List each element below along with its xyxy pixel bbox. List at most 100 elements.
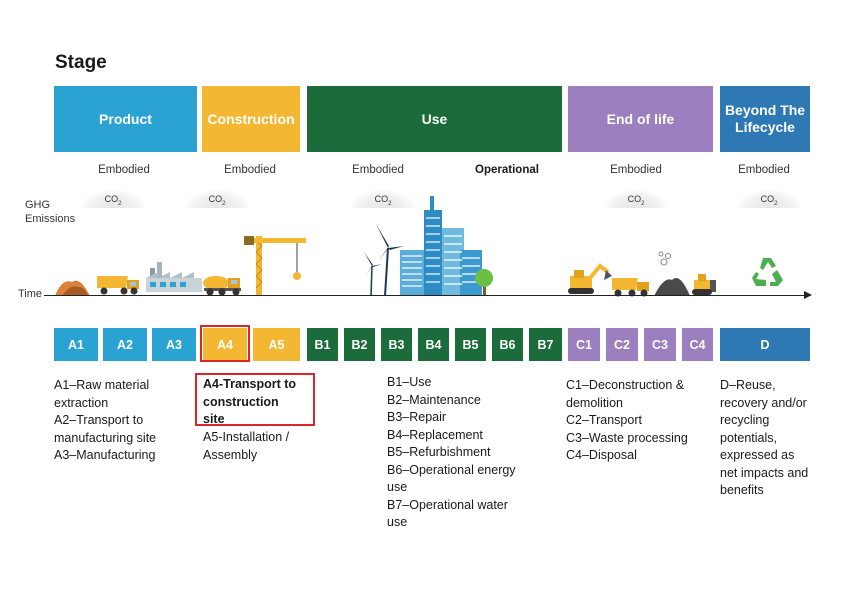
description-beyond: D–Reuse, recovery and/or recycling poten… [720,377,830,500]
module-b3: B3 [381,328,412,361]
module-a4: A4 [203,328,247,361]
module-b5: B5 [455,328,486,361]
module-b6: B6 [492,328,523,361]
raw-material-pile-icon [55,280,90,296]
module-a5: A5 [253,328,300,361]
description-use: B1–Use B2–Maintenance B3–Repair B4–Repla… [387,374,547,532]
module-b3-label: B3 [388,337,405,352]
co2-subscript: 2 [222,200,226,207]
description-line: B2–Maintenance [387,392,481,407]
description-a4-highlight [195,373,315,426]
module-d: D [720,328,810,361]
description-line: B7–Operational water [387,497,508,512]
description-a5: A5-Installation / Assembly [203,429,323,464]
module-a5-label: A5 [268,337,285,352]
recycle-icon [752,258,783,286]
description-line: construction [203,394,279,409]
co2-subscript: 2 [641,200,645,207]
description-line: C4–Disposal [566,448,637,462]
description-line: B6–Operational energy [387,462,516,477]
stage-product-label: Product [99,110,152,127]
module-d-label: D [760,337,770,352]
co2-subscript: 2 [118,200,122,207]
co2-text: CO [760,194,775,204]
emission-type-use-embodied: Embodied [352,164,404,176]
description-line: site [203,412,225,426]
description-line: A1–Raw material [54,378,150,392]
description-line: recovery and/or [720,395,807,410]
co2-cloud: CO2 [185,190,249,208]
description-line: demolition [566,395,623,410]
description-product: A1–Raw material extraction A2–Transport … [54,377,194,465]
city-buildings-icon [400,196,482,296]
description-a4: A4-Transport to construction site [203,376,318,429]
module-b2: B2 [344,328,375,361]
stage-use: Use [307,86,562,152]
module-a4-highlight [200,325,250,362]
module-c4-label: C4 [689,337,706,352]
description-line: B3–Repair [387,410,447,424]
lifecycle-illustration [55,196,783,297]
emission-type-beyond: Embodied [738,164,790,176]
description-line: B1–Use [387,375,432,389]
co2-subscript: 2 [388,200,392,207]
co2-cloud: CO2 [81,190,145,208]
co2-cloud: CO2 [351,190,415,208]
description-line: benefits [720,483,764,497]
module-c4: C4 [682,328,713,361]
emission-type-product: Embodied [98,164,150,176]
module-b1: B1 [307,328,338,361]
tower-crane-icon [244,236,306,296]
module-a3: A3 [152,328,196,361]
module-a2-label: A2 [117,337,133,352]
stage-use-label: Use [421,110,448,127]
description-line: D–Reuse, [720,378,776,392]
transport-truck-icon [612,278,649,297]
stage-beyond: Beyond The Lifecycle [720,86,810,152]
time-axis [44,295,806,296]
module-b1-label: B1 [314,337,331,352]
stage-beyond-label: Beyond The Lifecycle [724,102,806,135]
description-line: A2–Transport to [54,413,144,427]
factory-icon [146,262,202,292]
module-b5-label: B5 [462,337,479,352]
description-line: A5-Installation / [203,430,290,444]
stage-title: Stage [55,52,107,73]
description-line: A3–Manufacturing [54,448,156,462]
description-line: A4-Transport to [203,377,297,391]
description-line: B4–Replacement [387,427,483,442]
module-c3-label: C3 [652,337,668,352]
time-axis-arrow-icon [804,291,812,299]
bulldozer-icon [692,274,716,295]
description-line: manufacturing site [54,430,157,445]
emission-type-end-of-life: Embodied [610,164,662,176]
co2-subscript: 2 [774,200,778,207]
co2-cloud: CO2 [737,190,801,208]
module-a3-label: A3 [166,337,182,352]
module-b4-label: B4 [425,337,442,352]
description-line: B5–Refurbishment [387,445,491,459]
ghg-emissions-label: GHG Emissions [25,199,76,225]
description-line: Assembly [203,447,258,462]
module-b2-label: B2 [351,337,368,352]
module-a1-label: A1 [68,337,84,352]
description-line: C3–Waste processing [566,430,688,445]
stage-construction-label: Construction [207,110,295,127]
description-line: C1–Deconstruction & [566,378,685,392]
stage-end-of-life-label: End of life [606,110,675,127]
co2-cloud: CO2 [604,190,668,208]
module-a2: A2 [103,328,147,361]
module-c2: C2 [606,328,638,361]
stage-end-of-life: End of life [568,86,713,152]
description-line: extraction [54,395,109,410]
description-line: use [387,480,408,494]
time-label: Time [18,288,43,300]
waste-pile-icon [654,251,690,296]
emission-type-construction: Embodied [224,164,276,176]
emission-type-use-operational: Operational [475,164,539,176]
description-line: potentials, [720,430,777,445]
co2-text: CO [627,194,642,204]
description-line: C2–Transport [566,413,642,427]
module-c2-label: C2 [614,337,630,352]
dump-truck-icon [97,276,139,295]
